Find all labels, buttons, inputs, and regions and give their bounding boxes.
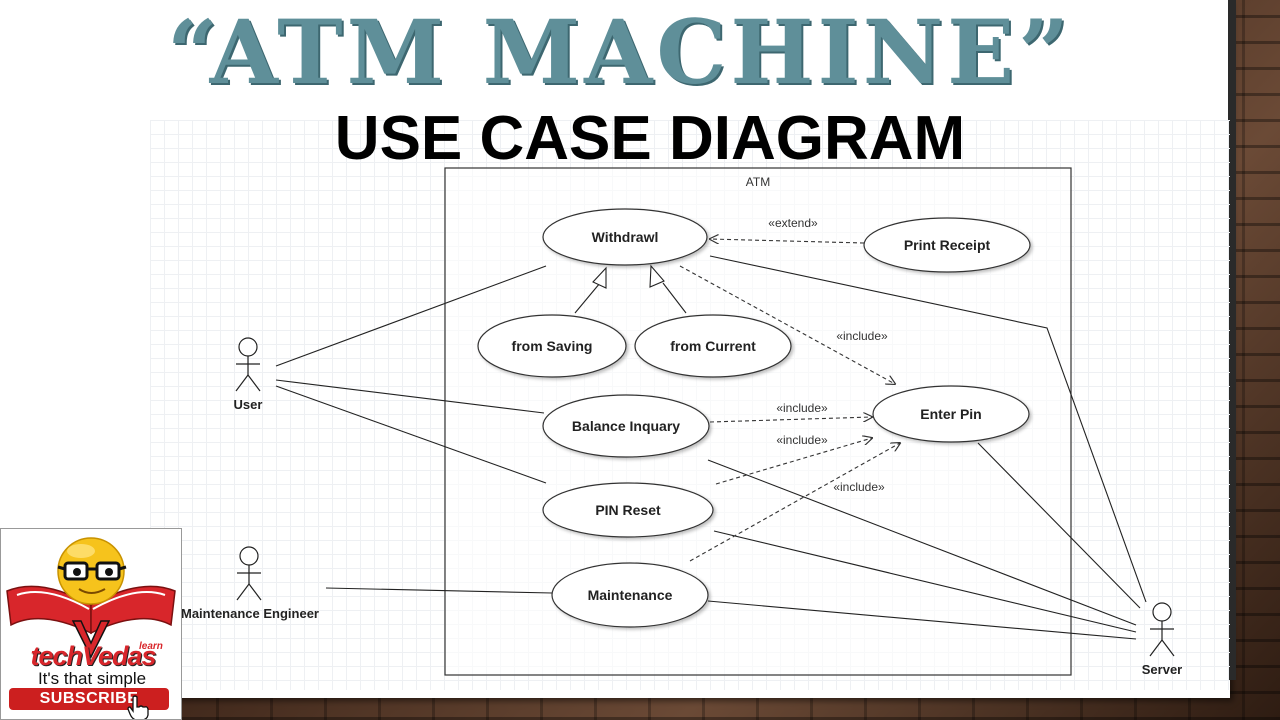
generalizations <box>574 264 687 314</box>
svg-text:Withdrawl: Withdrawl <box>592 229 659 245</box>
actor-user-label: User <box>234 397 263 412</box>
use-case-from-saving[interactable]: from Saving <box>477 314 627 378</box>
channel-badge[interactable]: techVedas learn It's that simple SUBSCRI… <box>0 528 182 720</box>
brand-tagline: It's that simple <box>37 669 147 688</box>
slide-edge <box>1228 0 1236 680</box>
svg-text:Balance Inquary: Balance Inquary <box>572 418 680 434</box>
include-label-maintenance: «include» <box>833 480 885 494</box>
include-maintenance-enterpin <box>689 443 900 562</box>
svg-text:Maintenance: Maintenance <box>588 587 673 603</box>
use-case-pin-reset[interactable]: PIN Reset <box>542 482 714 538</box>
svg-text:from Current: from Current <box>670 338 756 354</box>
use-case-print-receipt[interactable]: Print Receipt <box>863 217 1031 273</box>
dependencies <box>679 239 900 562</box>
gen-current-arrowhead <box>649 264 665 288</box>
use-case-from-current[interactable]: from Current <box>634 314 792 378</box>
svg-text:Enter Pin: Enter Pin <box>920 406 981 422</box>
include-label-pinreset: «include» <box>776 433 828 447</box>
extend-print-withdrawl <box>710 239 865 243</box>
assoc-user-pin-reset <box>275 385 547 484</box>
subscribe-button[interactable]: SUBSCRIBE <box>9 688 169 710</box>
actor-user[interactable] <box>235 337 261 392</box>
include-label-balance: «include» <box>776 401 828 415</box>
actor-maintenance-engineer-label: Maintenance Engineer <box>181 606 319 621</box>
svg-text:PIN Reset: PIN Reset <box>595 502 661 518</box>
mascot-logo <box>6 537 176 659</box>
brand-learn: learn <box>139 641 163 652</box>
system-label: ATM <box>746 175 770 189</box>
assoc-withdrawl-server <box>709 255 1147 603</box>
use-case-balance-inquary[interactable]: Balance Inquary <box>542 394 710 458</box>
extend-label: «extend» <box>768 216 818 230</box>
associations <box>275 255 1147 640</box>
gen-saving-line <box>574 282 601 314</box>
include-balance-enterpin <box>709 417 872 423</box>
page-title: “ATM MACHINE” <box>167 0 1073 104</box>
assoc-user-withdrawl <box>275 265 547 367</box>
include-pinreset-enterpin <box>715 438 872 485</box>
svg-text:from Saving: from Saving <box>512 338 593 354</box>
include-label-withdrawl: «include» <box>836 329 888 343</box>
svg-text:Print Receipt: Print Receipt <box>904 237 991 253</box>
gen-current-line <box>662 282 687 314</box>
gen-saving-arrowhead <box>592 266 607 289</box>
cursor-hand-icon <box>127 695 149 719</box>
use-case-enter-pin[interactable]: Enter Pin <box>872 385 1030 443</box>
include-withdrawl-enterpin <box>679 265 895 384</box>
assoc-pinreset-server <box>713 530 1137 633</box>
actor-maintenance-engineer[interactable] <box>236 546 262 601</box>
assoc-engineer-maintenance <box>325 587 553 594</box>
actor-server-label: Server <box>1142 662 1182 677</box>
page-subtitle: USE CASE DIAGRAM <box>334 104 966 173</box>
assoc-enterpin-server <box>977 442 1141 609</box>
use-case-maintenance[interactable]: Maintenance <box>551 562 709 628</box>
assoc-maintenance-server <box>707 600 1137 640</box>
actor-server[interactable] <box>1149 602 1175 657</box>
assoc-balance-server <box>707 459 1137 626</box>
assoc-user-balance <box>275 379 545 414</box>
use-case-withdrawl[interactable]: Withdrawl <box>542 208 708 266</box>
brand-name: techVedas <box>30 641 156 671</box>
